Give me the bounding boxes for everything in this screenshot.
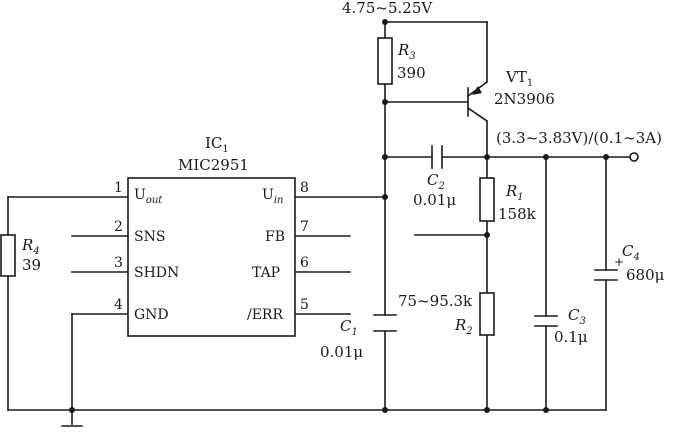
ic1-right-pins: 8 Uin 7 FB 6 TAP 5 /ERR (247, 180, 309, 323)
r2-ref: R2 (454, 316, 473, 337)
pin-number: 7 (300, 219, 309, 235)
junction-dot (484, 232, 490, 238)
output-terminal (629, 152, 639, 162)
c3-ref: C3 (568, 306, 586, 327)
vt1-collector-lead (466, 106, 489, 123)
ic1-ref: IC1 (205, 134, 229, 155)
supply-label: 4.75~5.25V (342, 0, 433, 17)
r3-resistor (377, 37, 393, 85)
c1-ref: C1 (340, 317, 358, 338)
c4-ref: C4 (622, 242, 640, 263)
c3-capacitor (534, 315, 558, 327)
junction-dot (603, 154, 609, 160)
junction-dot (484, 154, 490, 160)
c1-capacitor (373, 314, 397, 332)
output-label: (3.3~3.83V)/(0.1~3A) (496, 129, 662, 147)
junctions (69, 19, 639, 413)
pin-number: 1 (114, 180, 123, 196)
c3-value: 0.1μ (554, 328, 588, 346)
junction-dot (382, 19, 388, 25)
r3-value: 390 (397, 64, 426, 82)
pin-number: 3 (114, 255, 123, 271)
c1-value: 0.01μ (320, 343, 363, 361)
r2-resistor (479, 292, 495, 336)
ic1-left-pins: 1 Uout 2 SNS 3 SHDN 4 GND (114, 180, 179, 323)
pin-name: GND (134, 307, 169, 323)
junction-dot (382, 194, 388, 200)
ic1-part: MIC2951 (178, 156, 249, 174)
r1-value: 158k (498, 205, 537, 223)
junction-dot (69, 407, 75, 413)
c4-capacitor (594, 269, 618, 281)
r3-ref: R3 (397, 41, 416, 62)
r4-resistor (0, 234, 16, 277)
c4-polarity: + (614, 255, 624, 269)
junction-dot (484, 407, 490, 413)
r4-value: 39 (22, 256, 41, 274)
ic1-body (127, 177, 296, 337)
c2-ref: C2 (427, 171, 445, 192)
pin-name: FB (265, 229, 285, 245)
r1-ref: R1 (505, 182, 524, 203)
junction-dot (382, 407, 388, 413)
pin-name: Uout (134, 187, 163, 206)
c2-value: 0.01μ (413, 191, 456, 209)
junction-dot (543, 407, 549, 413)
pin-number: 2 (114, 219, 123, 235)
junction-dot (543, 154, 549, 160)
vt1-emitter-arrow-icon (472, 86, 482, 95)
vt1-part: 2N3906 (494, 90, 555, 108)
pin-number: 5 (300, 297, 309, 313)
pin-name: Uin (262, 187, 283, 206)
pin-name: SNS (134, 229, 165, 245)
c4-value: 680μ (626, 266, 665, 284)
vt1-ref: VT1 (505, 68, 533, 89)
vt1-transistor (466, 80, 489, 123)
pin-name: SHDN (134, 265, 179, 281)
r4-ref: R4 (21, 236, 40, 257)
junction-dot (382, 99, 388, 105)
pin-number: 6 (300, 255, 309, 271)
junction-dot (382, 154, 388, 160)
r2-value: 75~95.3k (398, 292, 473, 310)
r1-resistor (479, 177, 495, 222)
pin-number: 4 (114, 297, 123, 313)
pin-name: /ERR (247, 307, 283, 323)
pin-name: TAP (252, 265, 280, 281)
c2-capacitor (431, 145, 443, 169)
wires (7, 21, 631, 427)
pin-number: 8 (300, 180, 309, 196)
